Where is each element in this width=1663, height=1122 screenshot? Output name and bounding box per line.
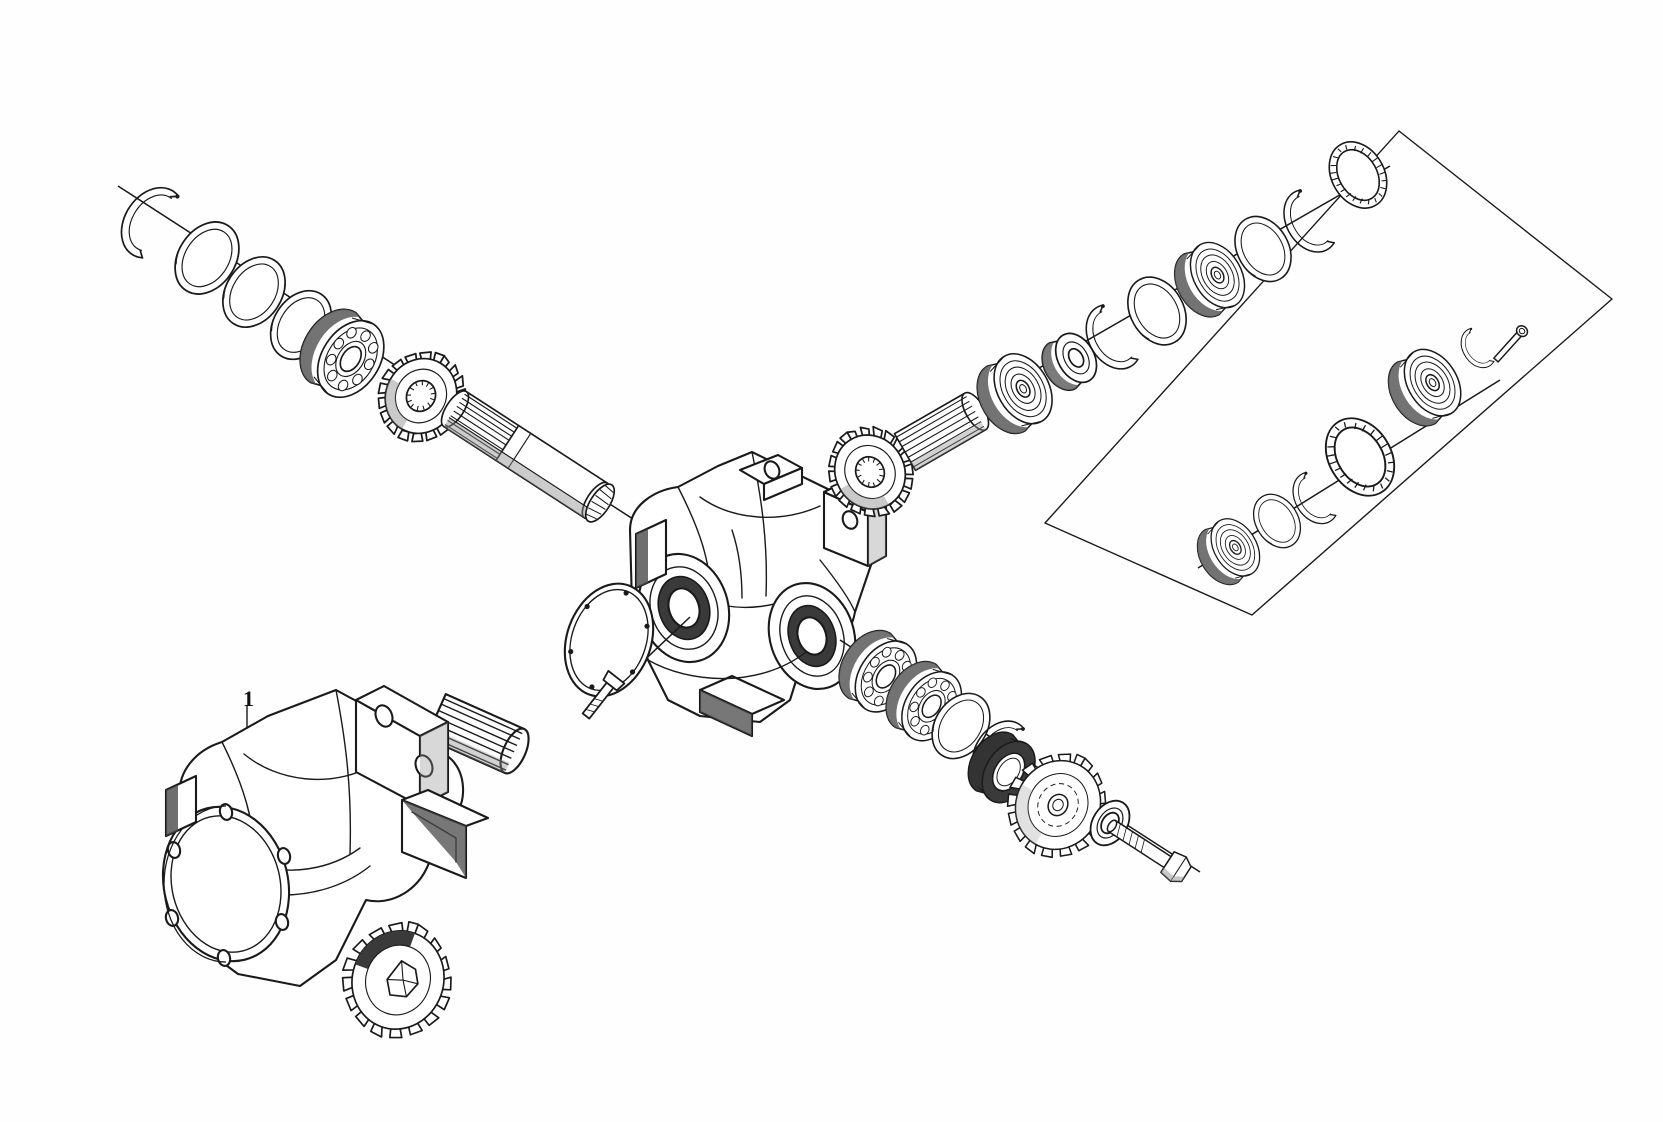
assembled-right-flange (354, 684, 450, 808)
housing-left-flange (634, 518, 668, 590)
assembled-cover-plate (161, 803, 292, 967)
assembled-gearbox (161, 684, 530, 1039)
callout-1-label: 1 (243, 686, 254, 711)
part-pinion-splined-stem (893, 391, 990, 472)
variant-callout-frame (1044, 130, 1613, 616)
left-input-branch (107, 175, 651, 531)
assembled-bracket-foot (400, 788, 490, 880)
cover-plate-branch (563, 582, 691, 724)
assembled-left-pad (164, 774, 198, 838)
upper-right-branch (809, 130, 1400, 535)
part-shaft-spline-end (584, 483, 616, 523)
housing-lower-bracket (698, 674, 786, 738)
part-cover-plate (563, 582, 655, 698)
housing-top-flange (738, 453, 804, 502)
inset-variant-branch (1186, 322, 1531, 595)
assembled-sprocket (341, 920, 452, 1039)
lower-right-branch (825, 618, 1201, 888)
